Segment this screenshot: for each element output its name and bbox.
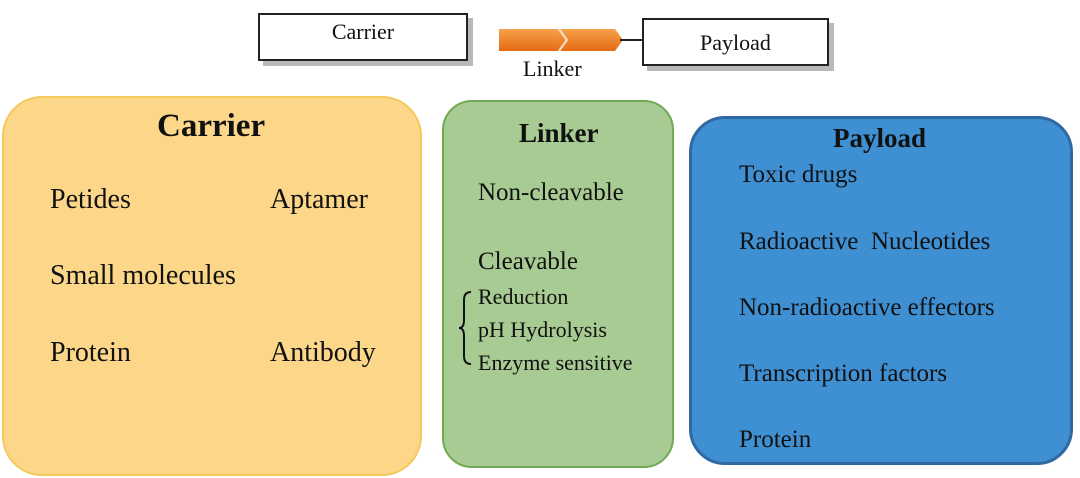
linker-panel: Linker Non-cleavable Cleavable Reduction… [442, 100, 674, 468]
payload-item-radioactive-nucleotides: Radioactive Nucleotides [739, 228, 991, 255]
carrier-item-protein: Protein [50, 337, 131, 368]
payload-title: Payload [833, 123, 927, 153]
payload-item-non-radioactive-effectors: Non-radioactive effectors [739, 294, 995, 321]
linker-cleavable: Cleavable [478, 248, 578, 275]
carrier-panel: Carrier Petides Aptamer Small molecules … [2, 96, 422, 476]
carrier-item-aptamer: Aptamer [270, 184, 368, 215]
linker-type-ph-hydrolysis: pH Hydrolysis [478, 317, 607, 342]
schematic-connector-line [620, 39, 644, 41]
schematic-linker-label: Linker [523, 56, 582, 81]
payload-item-transcription-factors: Transcription factors [739, 360, 948, 387]
carrier-item-petides: Petides [50, 184, 131, 215]
linker-title: Linker [519, 118, 599, 148]
payload-item-protein: Protein [739, 426, 812, 453]
payload-panel: Payload Toxic drugs Radioactive Nucleoti… [689, 116, 1073, 465]
linker-arrow-icon [499, 28, 627, 52]
carrier-item-antibody: Antibody [270, 337, 376, 368]
schematic-carrier-box: Carrier [258, 13, 468, 61]
linker-non-cleavable: Non-cleavable [478, 179, 624, 206]
carrier-item-small-molecules: Small molecules [50, 260, 236, 291]
curly-brace-icon [458, 291, 472, 365]
payload-item-toxic-drugs: Toxic drugs [739, 161, 858, 188]
linker-type-reduction: Reduction [478, 284, 569, 309]
schematic-payload-label: Payload [700, 30, 771, 55]
schematic-carrier-label: Carrier [331, 19, 395, 44]
schematic-payload-box: Payload [642, 18, 829, 66]
carrier-title: Carrier [157, 108, 266, 144]
linker-type-enzyme-sensitive: Enzyme sensitive [478, 350, 633, 375]
